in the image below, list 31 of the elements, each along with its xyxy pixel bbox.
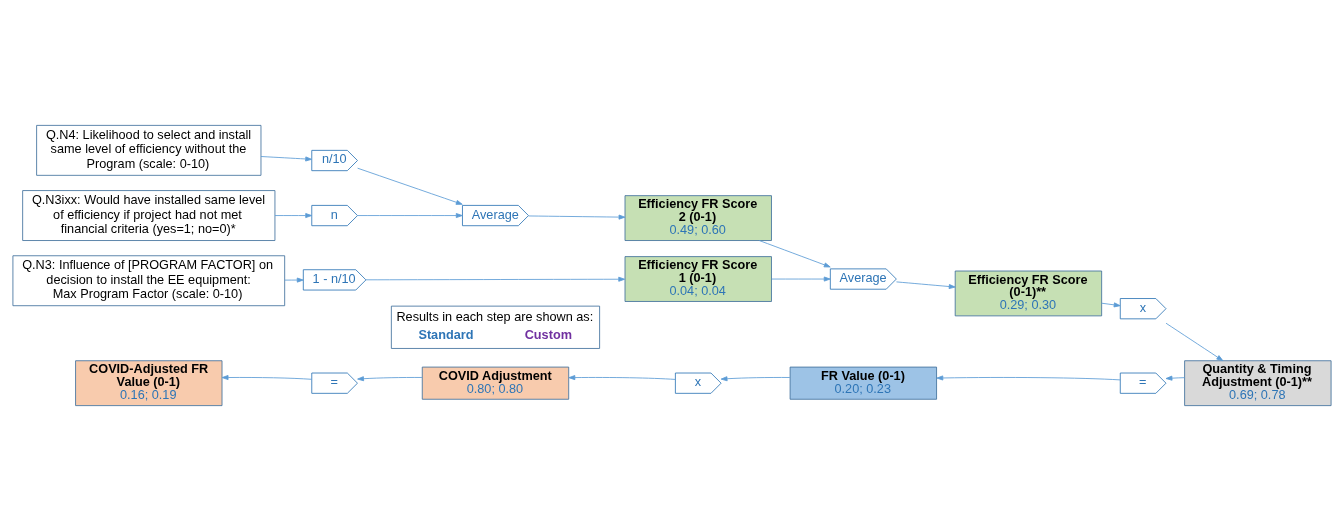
- node-box: Q.N3: Influence of [PROGRAM FACTOR] on decision to install the EE equipment: Max Program Factor (scale: 0-10): [12, 255, 286, 307]
- node-box: Efficiency FR Score 2 (0-1) 0.49; 0.60: [624, 195, 772, 241]
- arrow: [365, 276, 626, 282]
- arrow: [260, 156, 313, 162]
- arrow: [357, 376, 423, 382]
- arrow: [528, 214, 626, 220]
- arrow: [896, 281, 956, 290]
- arrow: [1165, 375, 1185, 381]
- legend-label: Custom: [524, 328, 572, 343]
- arrow: [357, 167, 463, 205]
- arrow: [936, 375, 1121, 381]
- arrow: [284, 277, 304, 283]
- node-box: COVID Adjustment 0.80; 0.80: [421, 366, 570, 400]
- arrow: [221, 375, 313, 381]
- node-box: Efficiency FR Score (0-1)** 0.29; 0.30: [954, 270, 1103, 317]
- arrow: [771, 276, 831, 282]
- arrow: [1101, 302, 1121, 308]
- legend-label: Standard: [418, 328, 474, 343]
- node-box: FR Value (0-1) 0.20; 0.23: [789, 366, 937, 400]
- node-box: Q.N3ixx: Would have installed same level of efficiency if project had not met financial criteria (yes=1; no=0)*: [22, 190, 276, 241]
- node-box: COVID-Adjusted FR Value (0-1) 0.16; 0.19: [75, 360, 223, 407]
- arrow: [720, 376, 791, 382]
- node-box: Quantity & Timing Adjustment (0-1)** 0.69; 0.78: [1184, 360, 1332, 407]
- label: Results in each step are shown as:: [396, 309, 594, 324]
- arrow: [1165, 322, 1224, 362]
- node-box: Q.N4: Likelihood to select and install same level of efficiency without the Program (scale: 0-10): [36, 124, 262, 176]
- arrow: [568, 375, 676, 381]
- node-box: Efficiency FR Score 1 (0-1) 0.04; 0.04: [624, 256, 772, 302]
- arrow: [357, 213, 463, 219]
- arrow: [274, 213, 313, 219]
- arrow: [758, 240, 831, 268]
